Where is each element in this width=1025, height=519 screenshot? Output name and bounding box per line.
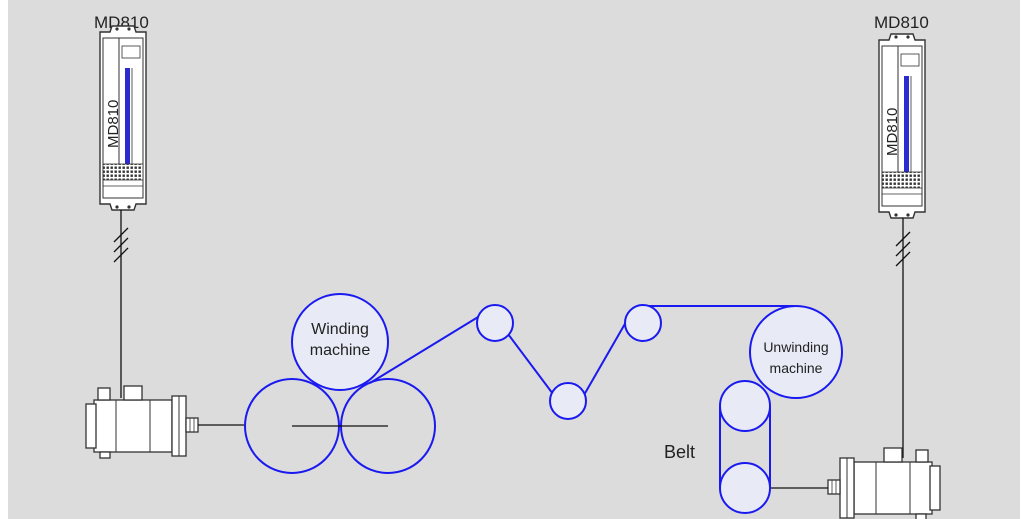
idler-roll-2 bbox=[549, 382, 587, 420]
right-servo-motor-icon bbox=[827, 447, 941, 519]
unwinding-label-line2: machine bbox=[770, 360, 823, 376]
idler-roll-1 bbox=[476, 304, 514, 342]
winding-label-line2: machine bbox=[310, 342, 371, 359]
winding-machine-roll bbox=[291, 293, 389, 391]
belt-drive bbox=[719, 380, 771, 514]
left-servo-motor-icon bbox=[85, 385, 199, 459]
belt-pulley-top bbox=[719, 380, 771, 432]
left-power-cable bbox=[113, 210, 129, 398]
left-servo-drive-icon: MD810 bbox=[99, 25, 147, 211]
unwinding-label-line1: Unwinding bbox=[763, 339, 828, 355]
belt-label: Belt bbox=[664, 442, 695, 462]
right-drive-body-label: MD810 bbox=[884, 108, 901, 156]
web-path bbox=[369, 305, 794, 396]
winding-label-line1: Winding bbox=[311, 321, 369, 338]
right-servo-drive-icon: MD810 bbox=[878, 33, 926, 219]
unwinding-machine-roll bbox=[749, 305, 843, 399]
right-drive-title: MD810 bbox=[874, 13, 929, 32]
idler-roll-3 bbox=[624, 304, 662, 342]
left-drive-body-label: MD810 bbox=[105, 100, 122, 148]
right-power-cable bbox=[895, 218, 911, 458]
belt-pulley-bottom bbox=[719, 462, 771, 514]
